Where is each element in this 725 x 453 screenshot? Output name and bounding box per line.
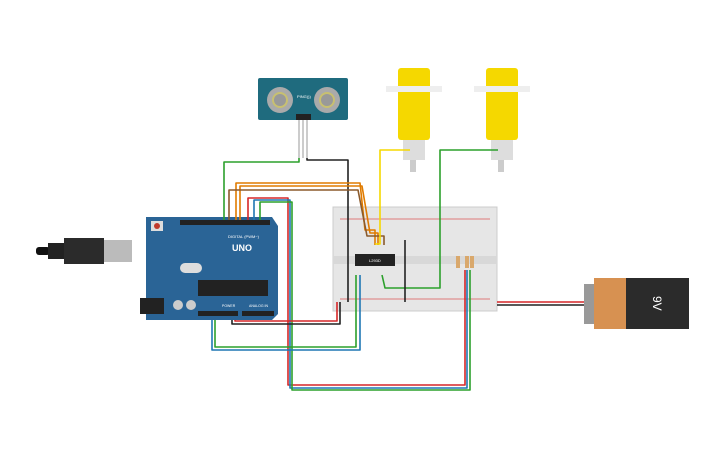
arduino-uno[interactable]: UNO DIGITAL (PWM~) POWER ANALOG IN (140, 217, 278, 320)
wires[interactable] (211, 149, 584, 391)
uno-logo: UNO (232, 243, 252, 253)
battery-label: 9V (650, 296, 664, 311)
chip-label: L293D (369, 258, 381, 263)
usb-cable[interactable] (36, 238, 132, 264)
power-jack (140, 298, 164, 314)
digital-label: DIGITAL (PWM~) (228, 234, 260, 239)
analog-label: ANALOG IN (249, 304, 269, 308)
dc-motor-1[interactable] (386, 68, 442, 172)
digital-header (180, 220, 270, 225)
ultrasonic-sensor[interactable]: PING))) (258, 78, 348, 158)
power-label: POWER (222, 304, 236, 308)
l293d-chip[interactable]: L293D (355, 254, 395, 266)
sensor-label: PING))) (297, 94, 311, 99)
resistors[interactable] (456, 256, 474, 268)
dc-motor-2[interactable] (474, 68, 530, 172)
battery-9v[interactable]: 9V (584, 278, 689, 329)
atmega-chip (198, 280, 268, 296)
